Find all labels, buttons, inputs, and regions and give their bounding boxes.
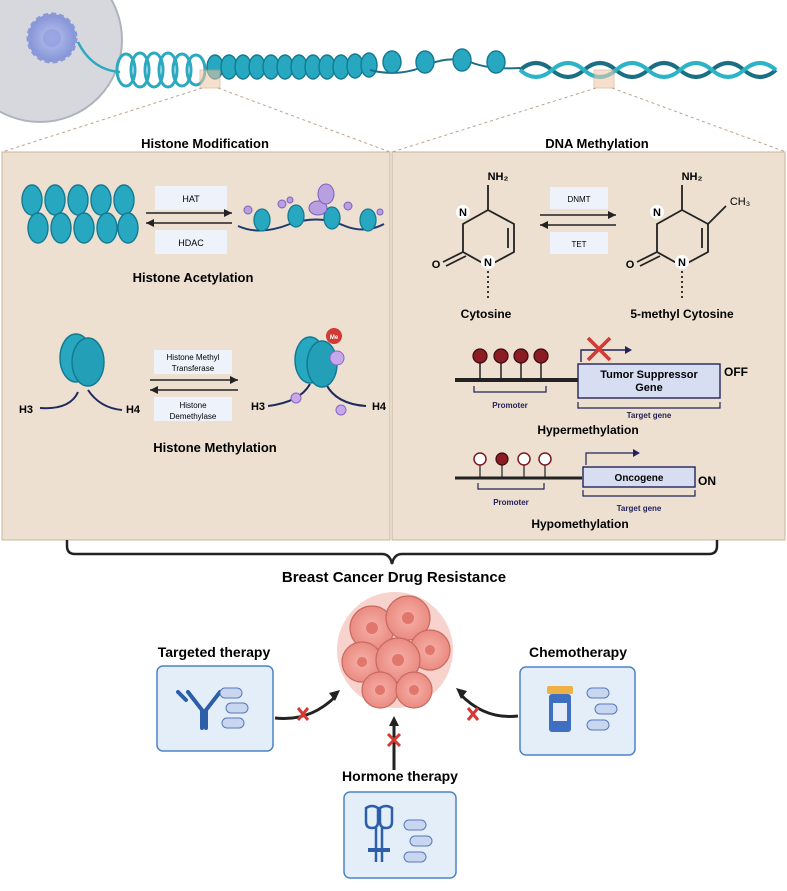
h3-label-left: H3 [19,404,33,416]
hyper-target-label: Target gene [627,411,672,420]
blocked-arrows [274,692,519,770]
blocked-x-icon [586,336,612,362]
methylated-cpg-markers [472,348,549,364]
tet-label-box [550,232,608,254]
h4-label-left: H4 [126,404,141,416]
hdac-label: HDAC [178,238,204,248]
hmt-label-line1: Histone Methyl [167,353,220,362]
hdm-label-line1: Histone [179,401,207,410]
blocked-x-markers [296,707,480,748]
cytosine-caption: Cytosine [461,307,512,321]
pills-icon-hormone [403,819,433,863]
main-title: Breast Cancer Drug Resistance [282,569,506,586]
hypermethylation-diagram [455,336,721,409]
histone-panel-title: Histone Modification [141,136,269,151]
hypomethylation-caption: Hypomethylation [531,517,628,531]
cytosine-n3: N [484,257,492,269]
hormone-therapy-title: Hormone therapy [342,768,458,784]
hat-label: HAT [182,194,200,204]
dnmt-label-box [550,187,608,209]
solenoid-coil-icon [115,51,207,89]
hyper-state-off: OFF [724,365,748,379]
methylcytosine-structure [636,185,727,300]
methylcytosine-methyl: CH₃ [730,196,750,208]
methyl-tag-label: Me [330,335,339,341]
histone-methylation-caption: Histone Methylation [153,440,277,455]
chemotherapy-title: Chemotherapy [529,644,627,660]
nucleosome-icon [39,333,123,411]
nucleosome-fiber-icon [206,52,378,80]
chemotherapy-box [519,666,636,756]
oncogene-label: Oncogene [615,473,664,484]
hmt-label-box [154,350,232,374]
hmt-label-line2: Transferase [172,364,215,373]
tet-label: TET [571,240,586,249]
hypermethylation-caption: Hypermethylation [537,423,638,437]
hyper-promoter-label: Promoter [492,401,528,410]
methyl-tag-icon [326,328,342,344]
mc-n1-bg [650,205,664,219]
chromatin-strip [0,0,787,153]
targeted-therapy-title: Targeted therapy [158,644,271,660]
tumor-suppressor-gene-box [577,363,721,399]
h3-label-right: H3 [251,401,265,413]
cytosine-o: O [432,259,441,271]
antibody-icon [176,690,222,730]
methylcytosine-n1: N [653,207,661,219]
mc-n3-bg [675,255,689,269]
hypomethylation-diagram [455,449,696,497]
cytosine-amine: NH₂ [488,171,509,183]
dna-panel-title: DNA Methylation [545,136,649,151]
cytosine-n1: N [459,207,467,219]
hat-label-box [155,186,227,210]
hypo-target-label: Target gene [617,504,662,513]
pills-icon-targeted [219,687,249,729]
cytosine-n1-bg [456,205,470,219]
methylcytosine-o: O [626,259,635,271]
pill-bottle-icon [547,686,573,732]
zoom-box-left [199,69,221,89]
acetylated-chromatin-icon [237,183,385,232]
hormone-receptor-icon [364,804,394,862]
pills-icon-chemo [586,687,618,731]
histone-acetylation-caption: Histone Acetylation [133,270,254,285]
dnmt-label: DNMT [567,195,590,204]
targeted-therapy-box [156,665,274,752]
methylcytosine-n3: N [678,257,686,269]
cytosine-n3-bg [481,255,495,269]
hypo-promoter-label: Promoter [493,498,529,507]
hdm-label-line2: Demethylase [170,412,217,421]
methylated-nucleosome-icon: Me [267,328,367,416]
methylcytosine-caption: 5-methyl Cytosine [630,307,734,321]
tumor-suppressor-line2: Gene [635,382,663,394]
hormone-therapy-box [343,791,457,879]
zoom-box-right [593,69,615,89]
methylcytosine-amine: NH₂ [682,171,703,183]
open-chromatin-beads-icon [382,48,506,74]
cytosine-structure [442,185,515,300]
dna-double-helix-icon [518,61,778,79]
hdm-label-box [154,397,232,421]
hypo-state-on: ON [698,474,716,488]
hdac-label-box [155,230,227,254]
tumor-suppressor-line1: Tumor Suppressor [600,369,698,381]
h4-label-right: H4 [372,401,387,413]
oncogene-box [582,466,696,488]
curly-brace [65,540,719,565]
condensed-chromatin-icon [21,184,139,244]
tumor-cluster-icon [337,592,453,709]
